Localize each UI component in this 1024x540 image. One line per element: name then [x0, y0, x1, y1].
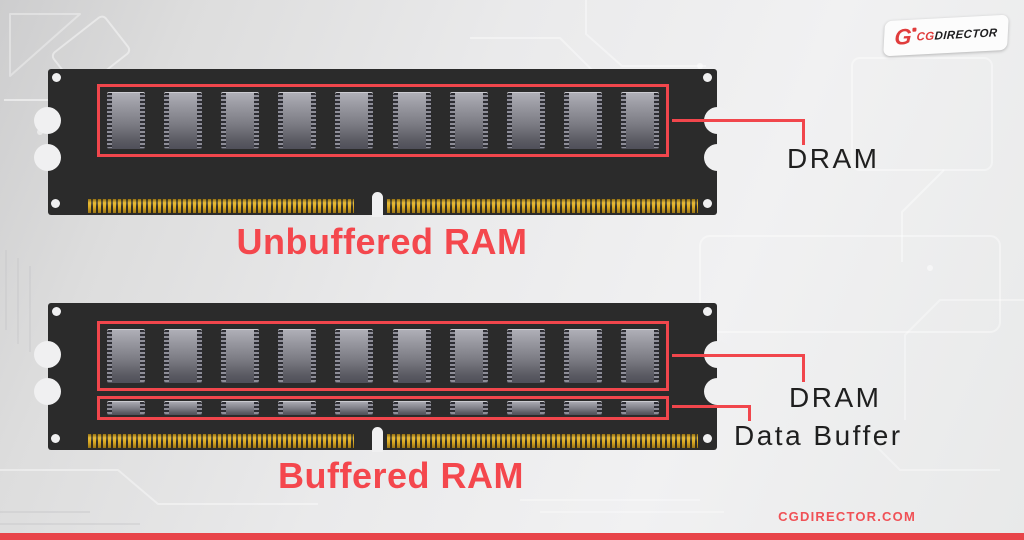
mounting-hole: [51, 199, 60, 208]
leader-line: [748, 405, 751, 421]
data-buffer-label: Data Buffer: [734, 420, 903, 451]
dram-chip: [164, 92, 203, 149]
data-buffer-chip: [506, 401, 545, 415]
dram-chip: [506, 92, 545, 149]
leader-line: [672, 119, 805, 122]
data-buffer-chip: [563, 401, 602, 415]
footer-site-url: CGDIRECTOR.COM: [778, 509, 916, 524]
dram-chip: [335, 92, 374, 149]
data-buffer-chip: [620, 401, 659, 415]
dram-chip: [221, 329, 260, 383]
key-notch: [372, 192, 383, 217]
dram-label-unbuffered: DRAM: [787, 143, 880, 174]
dram-chip: [620, 329, 659, 383]
mounting-hole: [51, 434, 60, 443]
dram-chip: [335, 329, 374, 383]
dram-chip: [392, 92, 431, 149]
dram-label-buffered: DRAM: [789, 382, 882, 413]
dram-chip: [449, 329, 488, 383]
mounting-hole: [703, 73, 712, 82]
dram-chip: [221, 92, 260, 149]
buffered-ram-stick: [34, 303, 731, 452]
mounting-hole: [703, 199, 712, 208]
dram-chip: [620, 92, 659, 149]
dram-chip: [449, 92, 488, 149]
gold-pins: [387, 199, 698, 213]
leader-line: [802, 354, 805, 382]
data-buffer-chip: [278, 401, 317, 415]
data-buffer-chip: [221, 401, 260, 415]
data-buffer-chip: [449, 401, 488, 415]
dram-chip: [563, 329, 602, 383]
edge-notch: [34, 144, 61, 171]
dram-chip: [278, 92, 317, 149]
leader-line: [802, 119, 805, 145]
dram-chip: [392, 329, 431, 383]
gold-pins: [88, 434, 354, 448]
key-notch: [372, 427, 383, 452]
dram-chip-row: [97, 84, 669, 157]
edge-notch: [34, 107, 61, 134]
edge-notch: [704, 144, 731, 171]
gold-pins: [88, 199, 354, 213]
data-buffer-chip: [392, 401, 431, 415]
dram-chip: [107, 329, 145, 383]
logo-g-icon: G: [894, 23, 917, 49]
logo-wordmark: CGDIRECTOR: [916, 27, 998, 43]
dram-chip: [278, 329, 317, 383]
leader-line: [672, 405, 751, 408]
data-buffer-chip: [164, 401, 203, 415]
unbuffered-ram-title: Unbuffered RAM: [236, 221, 528, 262]
unbuffered-ram-stick: [34, 69, 731, 217]
dram-chip: [164, 329, 203, 383]
mounting-hole: [52, 307, 61, 316]
mounting-hole: [703, 434, 712, 443]
buffered-ram-title: Buffered RAM: [278, 455, 524, 496]
cgdirector-logo: G CGDIRECTOR: [883, 14, 1009, 57]
data-buffer-chip: [107, 401, 145, 415]
data-buffer-chip: [335, 401, 374, 415]
logo-wordmark-prefix: CG: [916, 30, 935, 44]
dram-chip-row: [97, 321, 669, 391]
edge-notch: [34, 341, 61, 368]
dram-chip: [506, 329, 545, 383]
gold-pins: [387, 434, 698, 448]
mounting-hole: [52, 73, 61, 82]
dram-chip: [563, 92, 602, 149]
data-buffer-chip-row: [97, 396, 669, 420]
edge-notch: [34, 378, 61, 405]
leader-line: [672, 354, 805, 357]
edge-notch: [704, 378, 731, 405]
footer-red-bar: [0, 533, 1024, 540]
dram-chip: [107, 92, 145, 149]
mounting-hole: [703, 307, 712, 316]
logo-wordmark-suffix: DIRECTOR: [934, 26, 998, 43]
